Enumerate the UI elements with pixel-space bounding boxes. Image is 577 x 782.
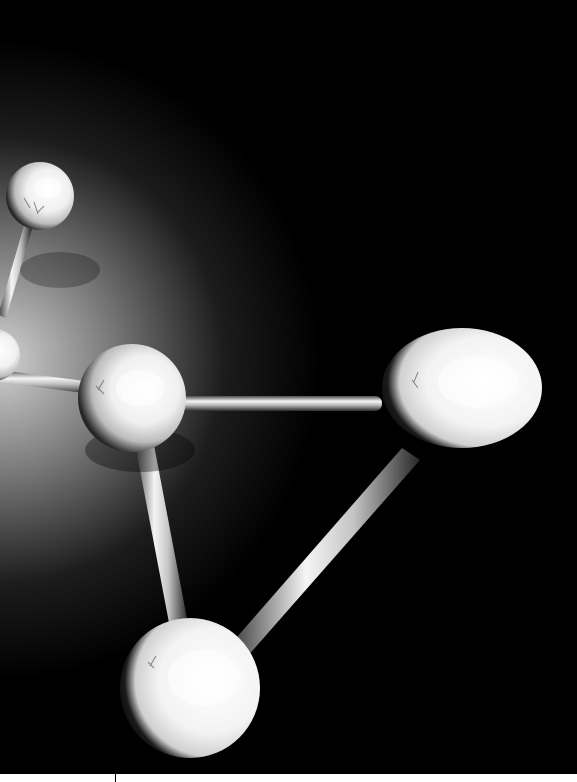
bond-right-bottom <box>230 448 420 658</box>
bond-center-bottom <box>132 424 188 628</box>
atom-sphere-right <box>382 328 542 448</box>
bond-center-right <box>160 396 382 411</box>
sphere-shadow <box>20 252 100 288</box>
bond-top-left <box>0 226 32 318</box>
atom-sphere-bottom <box>120 618 260 758</box>
atom-sphere-center <box>78 344 186 452</box>
atom-sphere-top-left <box>6 162 74 230</box>
bottom-strip <box>0 774 577 782</box>
atom-sphere-left-edge <box>0 329 20 381</box>
joint-detail <box>23 197 419 669</box>
strip-divider <box>115 774 116 782</box>
bond-left-horizontal <box>0 370 92 394</box>
